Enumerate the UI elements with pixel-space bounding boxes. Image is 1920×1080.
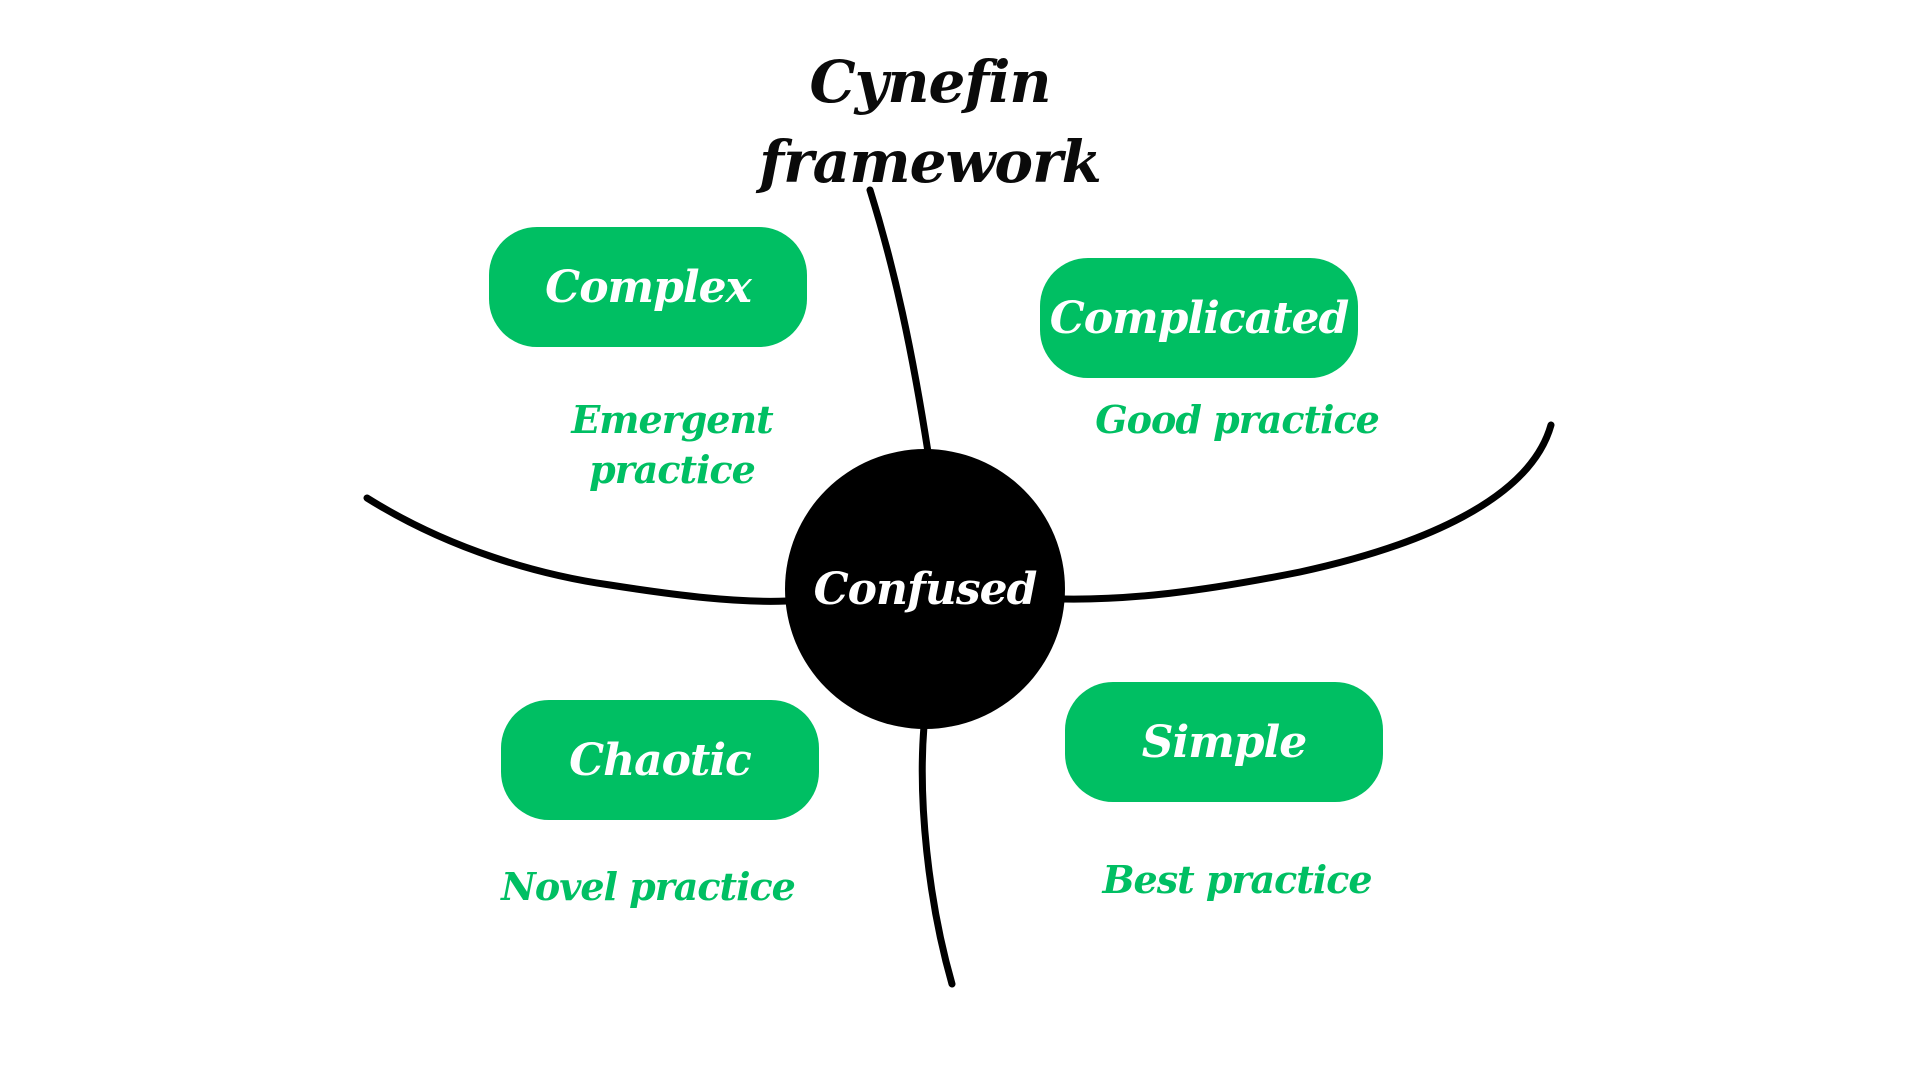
confused-label: Confused bbox=[813, 563, 1038, 615]
boundary-bottom bbox=[918, 722, 956, 988]
practice-novel: Novel practice bbox=[501, 864, 796, 909]
domain-complicated: Complicated bbox=[1040, 258, 1358, 378]
boundary-right bbox=[1059, 421, 1555, 603]
domain-complex: Complex bbox=[489, 227, 807, 347]
domain-label: Complex bbox=[545, 261, 752, 313]
domain-simple: Simple bbox=[1065, 682, 1383, 802]
boundary-top bbox=[866, 186, 932, 456]
domain-label: Chaotic bbox=[569, 734, 752, 786]
diagram-title: Cynefin framework bbox=[759, 48, 1102, 196]
domain-chaotic: Chaotic bbox=[501, 700, 819, 820]
practice-emergent: Emergent practice bbox=[571, 397, 773, 492]
practice-best: Best practice bbox=[1102, 857, 1372, 902]
domain-label: Simple bbox=[1141, 716, 1308, 768]
practice-good: Good practice bbox=[1095, 397, 1380, 442]
confused-node: Confused bbox=[785, 449, 1065, 729]
domain-label: Complicated bbox=[1049, 292, 1350, 344]
boundary-left bbox=[363, 494, 791, 605]
